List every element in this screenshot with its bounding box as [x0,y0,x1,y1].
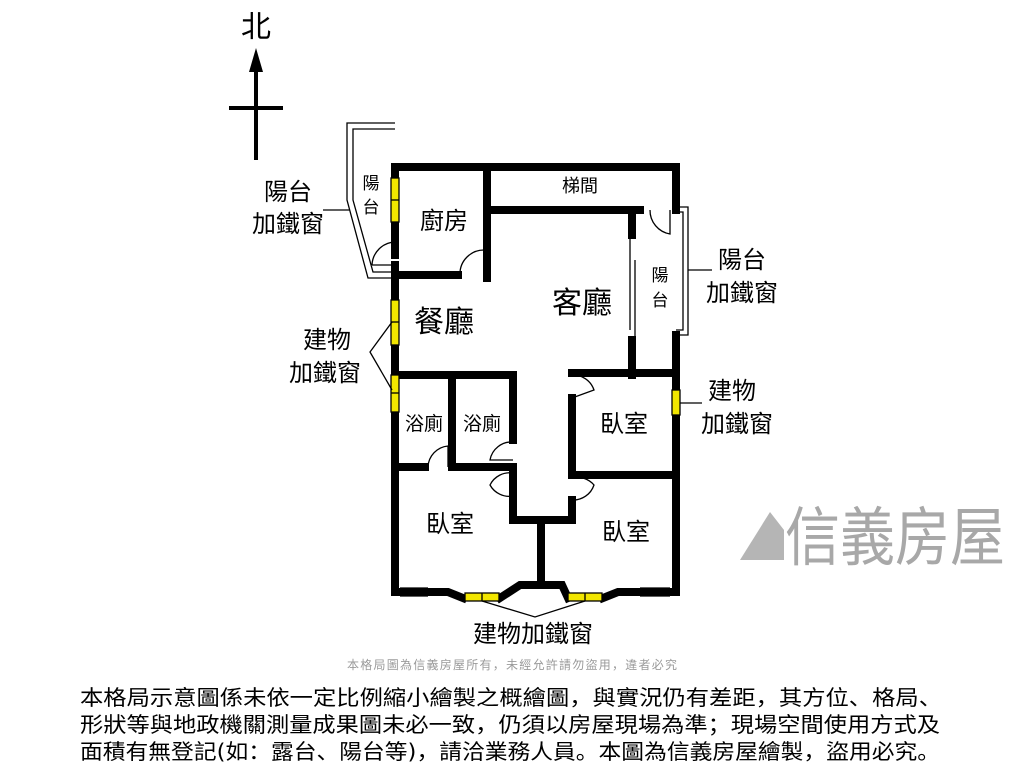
room-bedroom-se: 臥室 [602,518,650,546]
annotation-balcony-west-2: 加鐵窗 [252,210,324,238]
leader-lines [323,209,712,618]
room-balcony-west-2: 台 [363,198,380,218]
north-arrow-icon: 北 [229,10,283,160]
walls [391,163,680,604]
annotation-building-south: 建物加鐵窗 [473,620,593,648]
annotation-balcony-east-2: 加鐵窗 [706,279,778,307]
disclaimer-line-3: 面積有無登記(如：露台、陽台等)，請洽業務人員。本圖為信義房屋繪製，盜用必究。 [80,740,940,764]
room-balcony-east-1: 陽 [652,266,669,286]
disclaimer-line-1: 本格局示意圖係未依一定比例縮小繪製之概繪圖，與實況仍有差距，其方位、格局、 [80,686,942,710]
watermark: 信義房屋 本格局圖為信義房屋所有，未經允許請勿盜用，違者必究 [347,502,1005,672]
room-balcony-east-2: 台 [652,291,669,311]
room-bedroom-sw: 臥室 [426,510,474,538]
room-bath-1: 浴廁 [405,412,443,435]
room-stairwell: 梯間 [562,176,598,197]
disclaimer: 本格局示意圖係未依一定比例縮小繪製之概繪圖，與實況仍有差距，其方位、格局、 形狀… [80,686,942,764]
annotation-building-east-2: 加鐵窗 [701,410,773,438]
annotation-building-west-1: 建物 [303,326,351,354]
annotation-building-west-2: 加鐵窗 [289,359,361,387]
balcony-west-outline [346,122,395,279]
corner-windows [400,587,670,597]
disclaimer-line-2: 形狀等與地政機關測量成果圖未必一致，仍須以房屋現場為準；現場空間使用方式及 [80,713,940,737]
room-dining: 餐廳 [414,305,474,340]
annotation-building-east-1: 建物 [708,377,756,405]
annotation-balcony-east-1: 陽台 [718,246,766,274]
room-balcony-west-1: 陽 [363,174,380,194]
room-living: 客廳 [552,286,612,321]
watermark-brand: 信義房屋 [785,502,1005,576]
watermark-logo-icon [740,512,784,560]
north-label: 北 [241,10,271,45]
room-kitchen: 廚房 [420,207,468,235]
watermark-notice: 本格局圖為信義房屋所有，未經允許請勿盜用，違者必究 [347,657,677,672]
doors [371,209,671,501]
room-bath-2: 浴廁 [463,412,501,435]
room-bedroom-ne: 臥室 [600,410,648,438]
annotation-balcony-west-1: 陽台 [264,178,312,206]
